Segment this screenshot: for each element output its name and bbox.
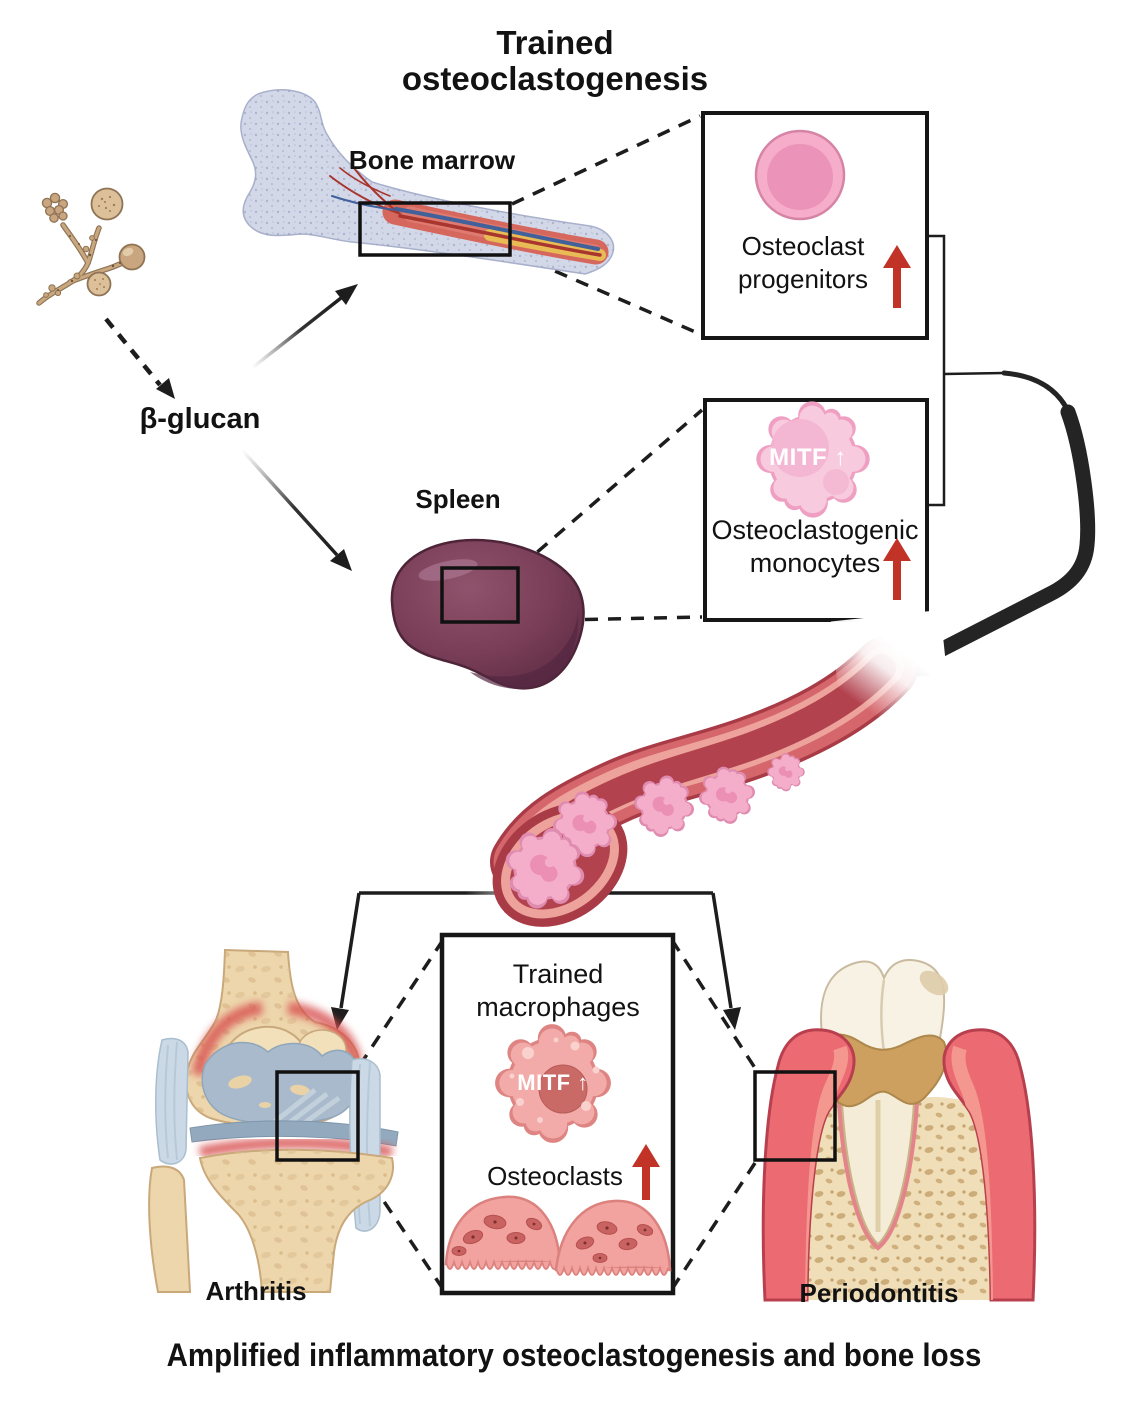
fungus-icon xyxy=(36,187,146,306)
osteoclast-cell xyxy=(444,1195,562,1270)
increase-arrow-icon xyxy=(883,538,911,600)
bone-marrow-illustration xyxy=(240,89,615,275)
knee-inflammation xyxy=(191,1001,363,1077)
tooth-zoom-square xyxy=(753,1070,837,1162)
spleen-label: Spleen xyxy=(415,484,501,514)
knee-zoom-square xyxy=(275,1070,360,1162)
spleen-illustration xyxy=(390,538,585,690)
monocyte-mitf-marker: MITF ↑ xyxy=(769,444,847,471)
bone-marrow-zoom-rect xyxy=(358,201,512,257)
increase-arrow-icon xyxy=(632,1144,660,1200)
macrophages-box xyxy=(439,932,676,1296)
increase-arrow-icon xyxy=(883,245,911,308)
bone-marrow-label: Bone marrow xyxy=(348,145,516,175)
beta-glucan-to-spleen-arrow xyxy=(240,448,352,571)
beta-glucan-label: β-glucan xyxy=(139,403,261,435)
beta-glucan-to-bone-arrow xyxy=(250,284,358,370)
tooth-illustration xyxy=(753,959,1037,1302)
beta-glucan-dashed-arrow xyxy=(104,317,175,399)
progenitors-box xyxy=(701,111,929,340)
spleen-zoom-rect xyxy=(440,566,520,624)
knee-illustration xyxy=(148,948,399,1293)
monocytes-label: Osteoclastogenic monocytes xyxy=(711,515,919,579)
macrophage-cell xyxy=(495,1024,611,1143)
macrophages-title: Trained macrophages xyxy=(476,959,640,1023)
monocytes-box xyxy=(703,398,929,622)
spore-head-small xyxy=(86,271,112,297)
figure-caption: Amplified inflammatory osteoclastogenesi… xyxy=(166,1337,982,1373)
blood-vessel-illustration xyxy=(490,610,952,927)
conidia-cluster xyxy=(41,192,69,223)
progenitor-cell xyxy=(754,129,846,221)
osteoclasts-label: Osteoclasts xyxy=(487,1161,623,1191)
macrophage-mitf-marker: MITF ↑ xyxy=(517,1070,589,1095)
spore-head-large xyxy=(90,187,124,221)
periodontitis-label: Periodontitis xyxy=(799,1278,959,1308)
monocyte-cell xyxy=(756,401,870,518)
periodontitis-arrow xyxy=(711,892,741,1030)
progenitors-label: Osteoclast progenitors xyxy=(737,231,869,295)
figure-title: Trained osteoclastogenesis xyxy=(401,24,709,97)
vesicle-ball xyxy=(118,243,146,271)
arthritis-arrow xyxy=(331,892,361,1030)
boxes-bracket xyxy=(927,234,1005,507)
osteoclast-cell xyxy=(554,1199,672,1276)
arthritis-label: Arthritis xyxy=(205,1276,307,1306)
